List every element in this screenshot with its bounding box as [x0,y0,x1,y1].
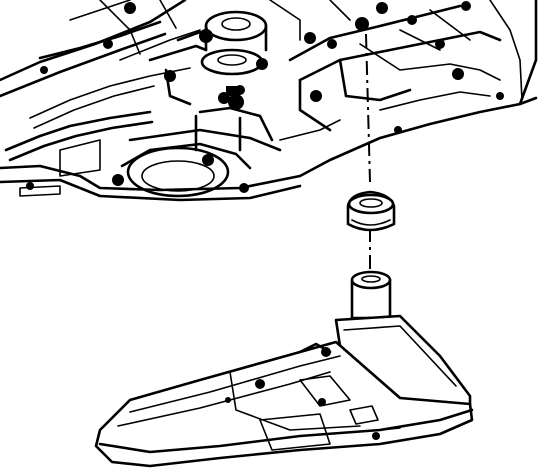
transmission-case-housing [0,0,538,202]
fluid-filter-icon [94,270,474,468]
filter-seal-icon [346,190,396,232]
alignment-centerline [365,33,371,270]
